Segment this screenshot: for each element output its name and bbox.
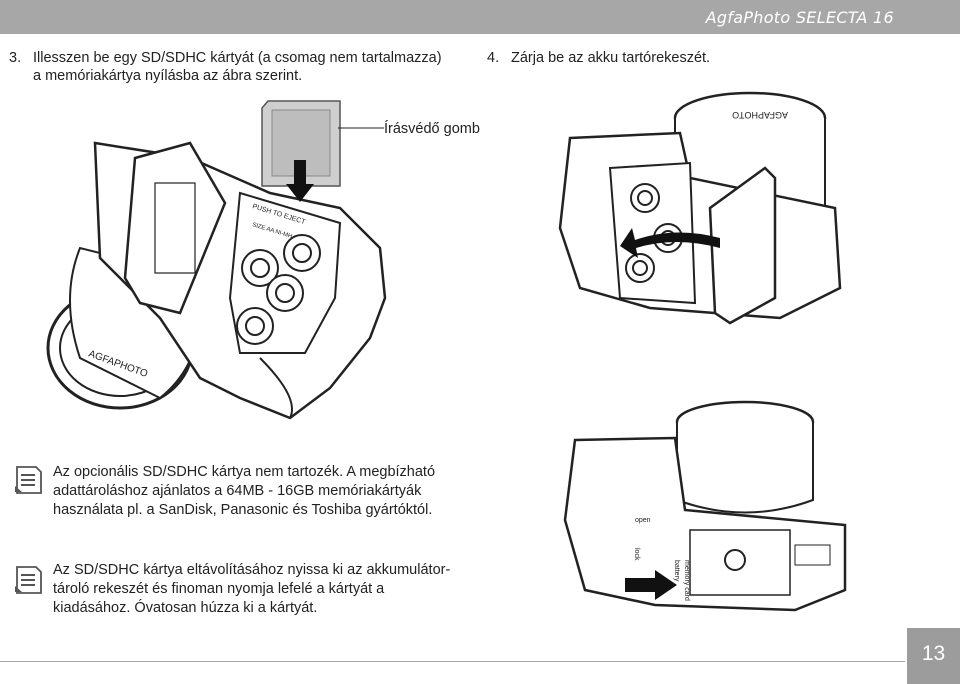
figure-insert-card: PUSH TO EJECT SIZE AA NI-MH AGFAPHOTO [46, 100, 387, 420]
step-number: 4. [487, 50, 500, 66]
battery-door [123, 141, 227, 315]
memory-card-label: memory card [683, 560, 690, 601]
figure-close-door: AGFAPHOTO [558, 91, 842, 325]
step-text: Zárja be az akku tartórekeszét. [511, 50, 711, 66]
insert-arrow-icon [286, 160, 314, 202]
figure-remove-card: open lock battery memory card [563, 400, 847, 612]
page-number-box: 13 [907, 628, 960, 684]
battery-door [708, 166, 777, 325]
note-remove-card: Az SD/SDHC kártya eltávolításához nyissa… [53, 562, 451, 616]
close-arrow-icon [620, 228, 720, 258]
open-label: open [635, 517, 651, 524]
note-optional-card: Az opcionális SD/SDHC kártya nem tartozé… [53, 464, 436, 518]
header-title: AgfaPhoto SELECTA 16 [705, 8, 894, 27]
step-4: 4. Zárja be az akku tartórekeszét. [487, 49, 817, 67]
lock-label: lock [633, 548, 640, 561]
step-text: Illesszen be egy SD/SDHC kártyát (a csom… [33, 50, 442, 84]
push-arrow-icon [625, 570, 677, 600]
footer-rule [0, 661, 905, 662]
note-icon [15, 566, 42, 594]
step-number: 3. [9, 50, 22, 66]
header-bar: AgfaPhoto SELECTA 16 [0, 0, 960, 34]
page-number: 13 [921, 642, 946, 665]
lens-brand-label: AGFAPHOTO [732, 110, 788, 120]
note-icon [15, 466, 42, 494]
write-protect-callout: Írásvédő gomb [384, 121, 480, 137]
step-3: 3. Illesszen be egy SD/SDHC kártyát (a c… [9, 49, 449, 85]
battery-label: battery [673, 560, 680, 582]
